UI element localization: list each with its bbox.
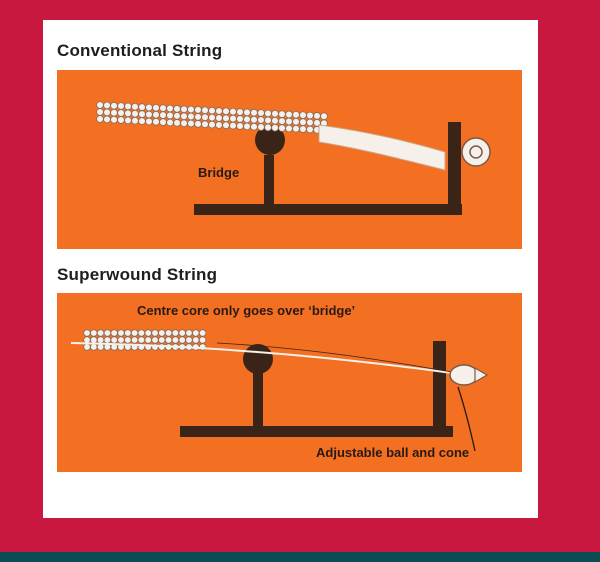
adjustable-cone [474, 366, 489, 384]
bridge-label: Bridge [198, 165, 240, 180]
superwound-string-panel: Centre core only goes over ‘bridge’ Adju… [57, 293, 522, 472]
superwound-string-illustration [70, 329, 489, 452]
centre-core-label: Centre core only goes over ‘bridge’ [137, 303, 356, 318]
string-thick-end [318, 124, 446, 171]
bridge-ball [243, 344, 273, 374]
bottom-bar [0, 552, 600, 562]
conventional-string-title: Conventional String [57, 41, 223, 60]
tailpiece-post [433, 341, 446, 437]
diagram-card: Conventional String Bridge Superwound St… [43, 20, 538, 518]
ball-cone-label: Adjustable ball and cone [316, 445, 470, 460]
conventional-string-winding [96, 101, 328, 134]
bridge-base [194, 204, 462, 215]
centre-core-wire [70, 342, 453, 374]
bridge-post [264, 155, 274, 210]
string-end-ring [461, 137, 491, 167]
adjustable-ball [449, 364, 479, 386]
bridge-ball [255, 125, 285, 155]
conventional-string-panel: Bridge [57, 70, 522, 249]
conventional-string-illustration [96, 101, 491, 215]
bridge-post [253, 373, 263, 433]
bridge-base [180, 426, 453, 437]
tailpiece-post [448, 122, 461, 212]
ball-cone-leader-line [457, 386, 476, 452]
superwound-string-title: Superwound String [57, 265, 218, 284]
